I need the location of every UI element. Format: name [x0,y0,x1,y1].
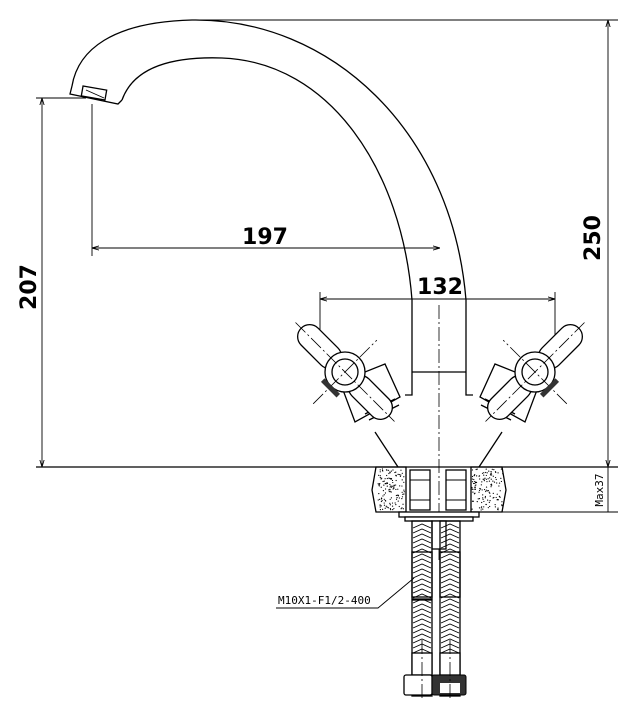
hose-spec-label: M10X1-F1/2-400 [278,594,371,607]
left-handle [295,322,401,423]
dim-label-132: 132 [417,275,463,300]
dim-label-197: 197 [242,225,288,250]
faucet-body [374,305,503,560]
dim-label-250: 250 [581,215,606,261]
dim-label-207: 207 [17,264,42,310]
flexible-hoses [411,520,461,697]
hose-label-leader [276,577,415,609]
countertop-section [371,466,507,513]
mounting-shanks [398,469,480,550]
spout [69,19,467,372]
dim-label-max37: Max37 [593,473,606,506]
right-handle [479,322,585,423]
hose-end-fittings [403,640,467,700]
